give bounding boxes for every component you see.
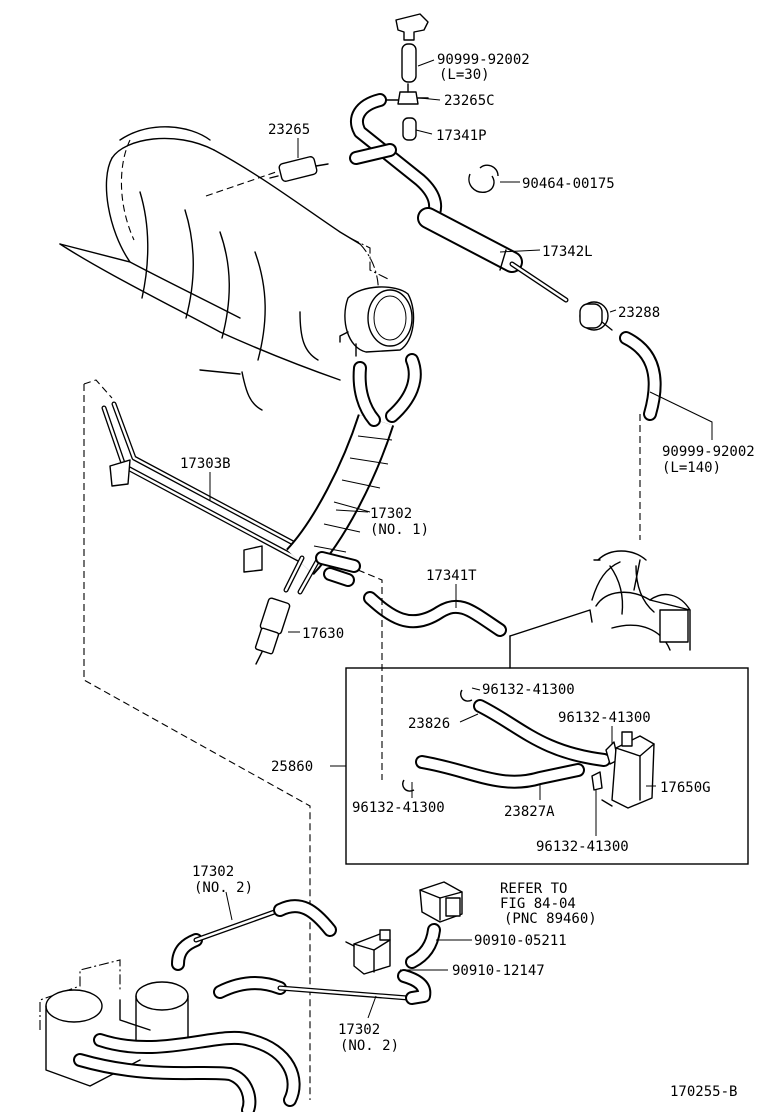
label-23288: 23288	[618, 305, 660, 321]
hose-17342l-upper	[349, 93, 443, 227]
hose-17302-no1	[283, 353, 422, 595]
label-90464-00175: 90464-00175	[522, 176, 615, 192]
diagram-id: 170255-B	[670, 1084, 737, 1100]
label-refer-line3: (PNC 89460)	[504, 911, 597, 927]
label-96132-41300-a: 96132-41300	[482, 682, 575, 698]
label-90999-92002-right: 90999-92002	[662, 444, 755, 460]
label-96132-41300-b: 96132-41300	[558, 710, 651, 726]
label-90999-92002-right-len: (L=140)	[662, 460, 721, 476]
vsv-17650g	[601, 731, 655, 809]
intake-manifold	[59, 126, 391, 411]
label-90910-05211: 90910-05211	[474, 933, 567, 949]
label-17302-no2-bot: 17302	[338, 1022, 380, 1038]
engine-bottom	[39, 959, 301, 1112]
label-90910-12147: 90910-12147	[452, 963, 545, 979]
t-handle-cap	[395, 13, 429, 41]
hose-23826	[473, 699, 611, 767]
label-17342l: 17342L	[542, 244, 593, 260]
hose-90999-92002-long	[619, 331, 662, 421]
vsv-refer	[419, 881, 463, 923]
label-17341t: 17341T	[426, 568, 477, 584]
label-25860: 25860	[271, 759, 313, 775]
hose-90999-92002-short	[401, 43, 417, 83]
label-17302-no2-top-sub: (NO. 2)	[194, 880, 253, 896]
label-96132-41300-d: 96132-41300	[536, 839, 629, 855]
label-90999-92002-top-len: (L=30)	[439, 67, 490, 83]
leader-lines	[83, 171, 641, 1100]
label-23265c: 23265C	[444, 93, 495, 109]
hose-23827a	[415, 755, 585, 789]
engine-right	[509, 550, 691, 669]
sensor-17630	[254, 597, 291, 665]
label-17630: 17630	[302, 626, 344, 642]
label-90999-92002-top: 90999-92002	[437, 52, 530, 68]
label-23265: 23265	[268, 122, 310, 138]
label-23827a: 23827A	[504, 804, 555, 820]
hose-17342l	[417, 207, 569, 303]
part-labels: 90999-92002 (L=30) 23265C 23265 17341P 9…	[180, 52, 755, 1100]
vsv-filter-23288	[579, 301, 613, 331]
hose-90910-05211	[405, 923, 441, 969]
hose-17302-no2-lower	[277, 969, 432, 1005]
sensor-23265	[269, 156, 329, 182]
label-17341p: 17341P	[436, 128, 487, 144]
label-refer-line1: REFER TO	[500, 881, 567, 897]
label-96132-41300-c: 96132-41300	[352, 800, 445, 816]
clamp-90464-00175	[468, 164, 499, 193]
throttle-body	[339, 286, 415, 357]
hose-17341p	[402, 117, 417, 141]
hose-17302-no2-upper	[171, 899, 337, 971]
label-refer-line2: FIG 84-04	[500, 896, 576, 912]
label-17302-no1: 17302	[370, 506, 412, 522]
label-17303b: 17303B	[180, 456, 231, 472]
vsv-lower	[345, 929, 391, 975]
label-23826: 23826	[408, 716, 450, 732]
label-17650g: 17650G	[660, 780, 711, 796]
label-17302-no1-sub: (NO. 1)	[370, 522, 429, 538]
hose-17341t	[363, 591, 507, 637]
vacuum-tee-23265c	[385, 83, 429, 105]
label-17302-no2-bot-sub: (NO. 2)	[340, 1038, 399, 1054]
pipe-17303b	[101, 401, 313, 573]
label-leaders	[209, 59, 713, 1019]
label-17302-no2-top: 17302	[192, 864, 234, 880]
